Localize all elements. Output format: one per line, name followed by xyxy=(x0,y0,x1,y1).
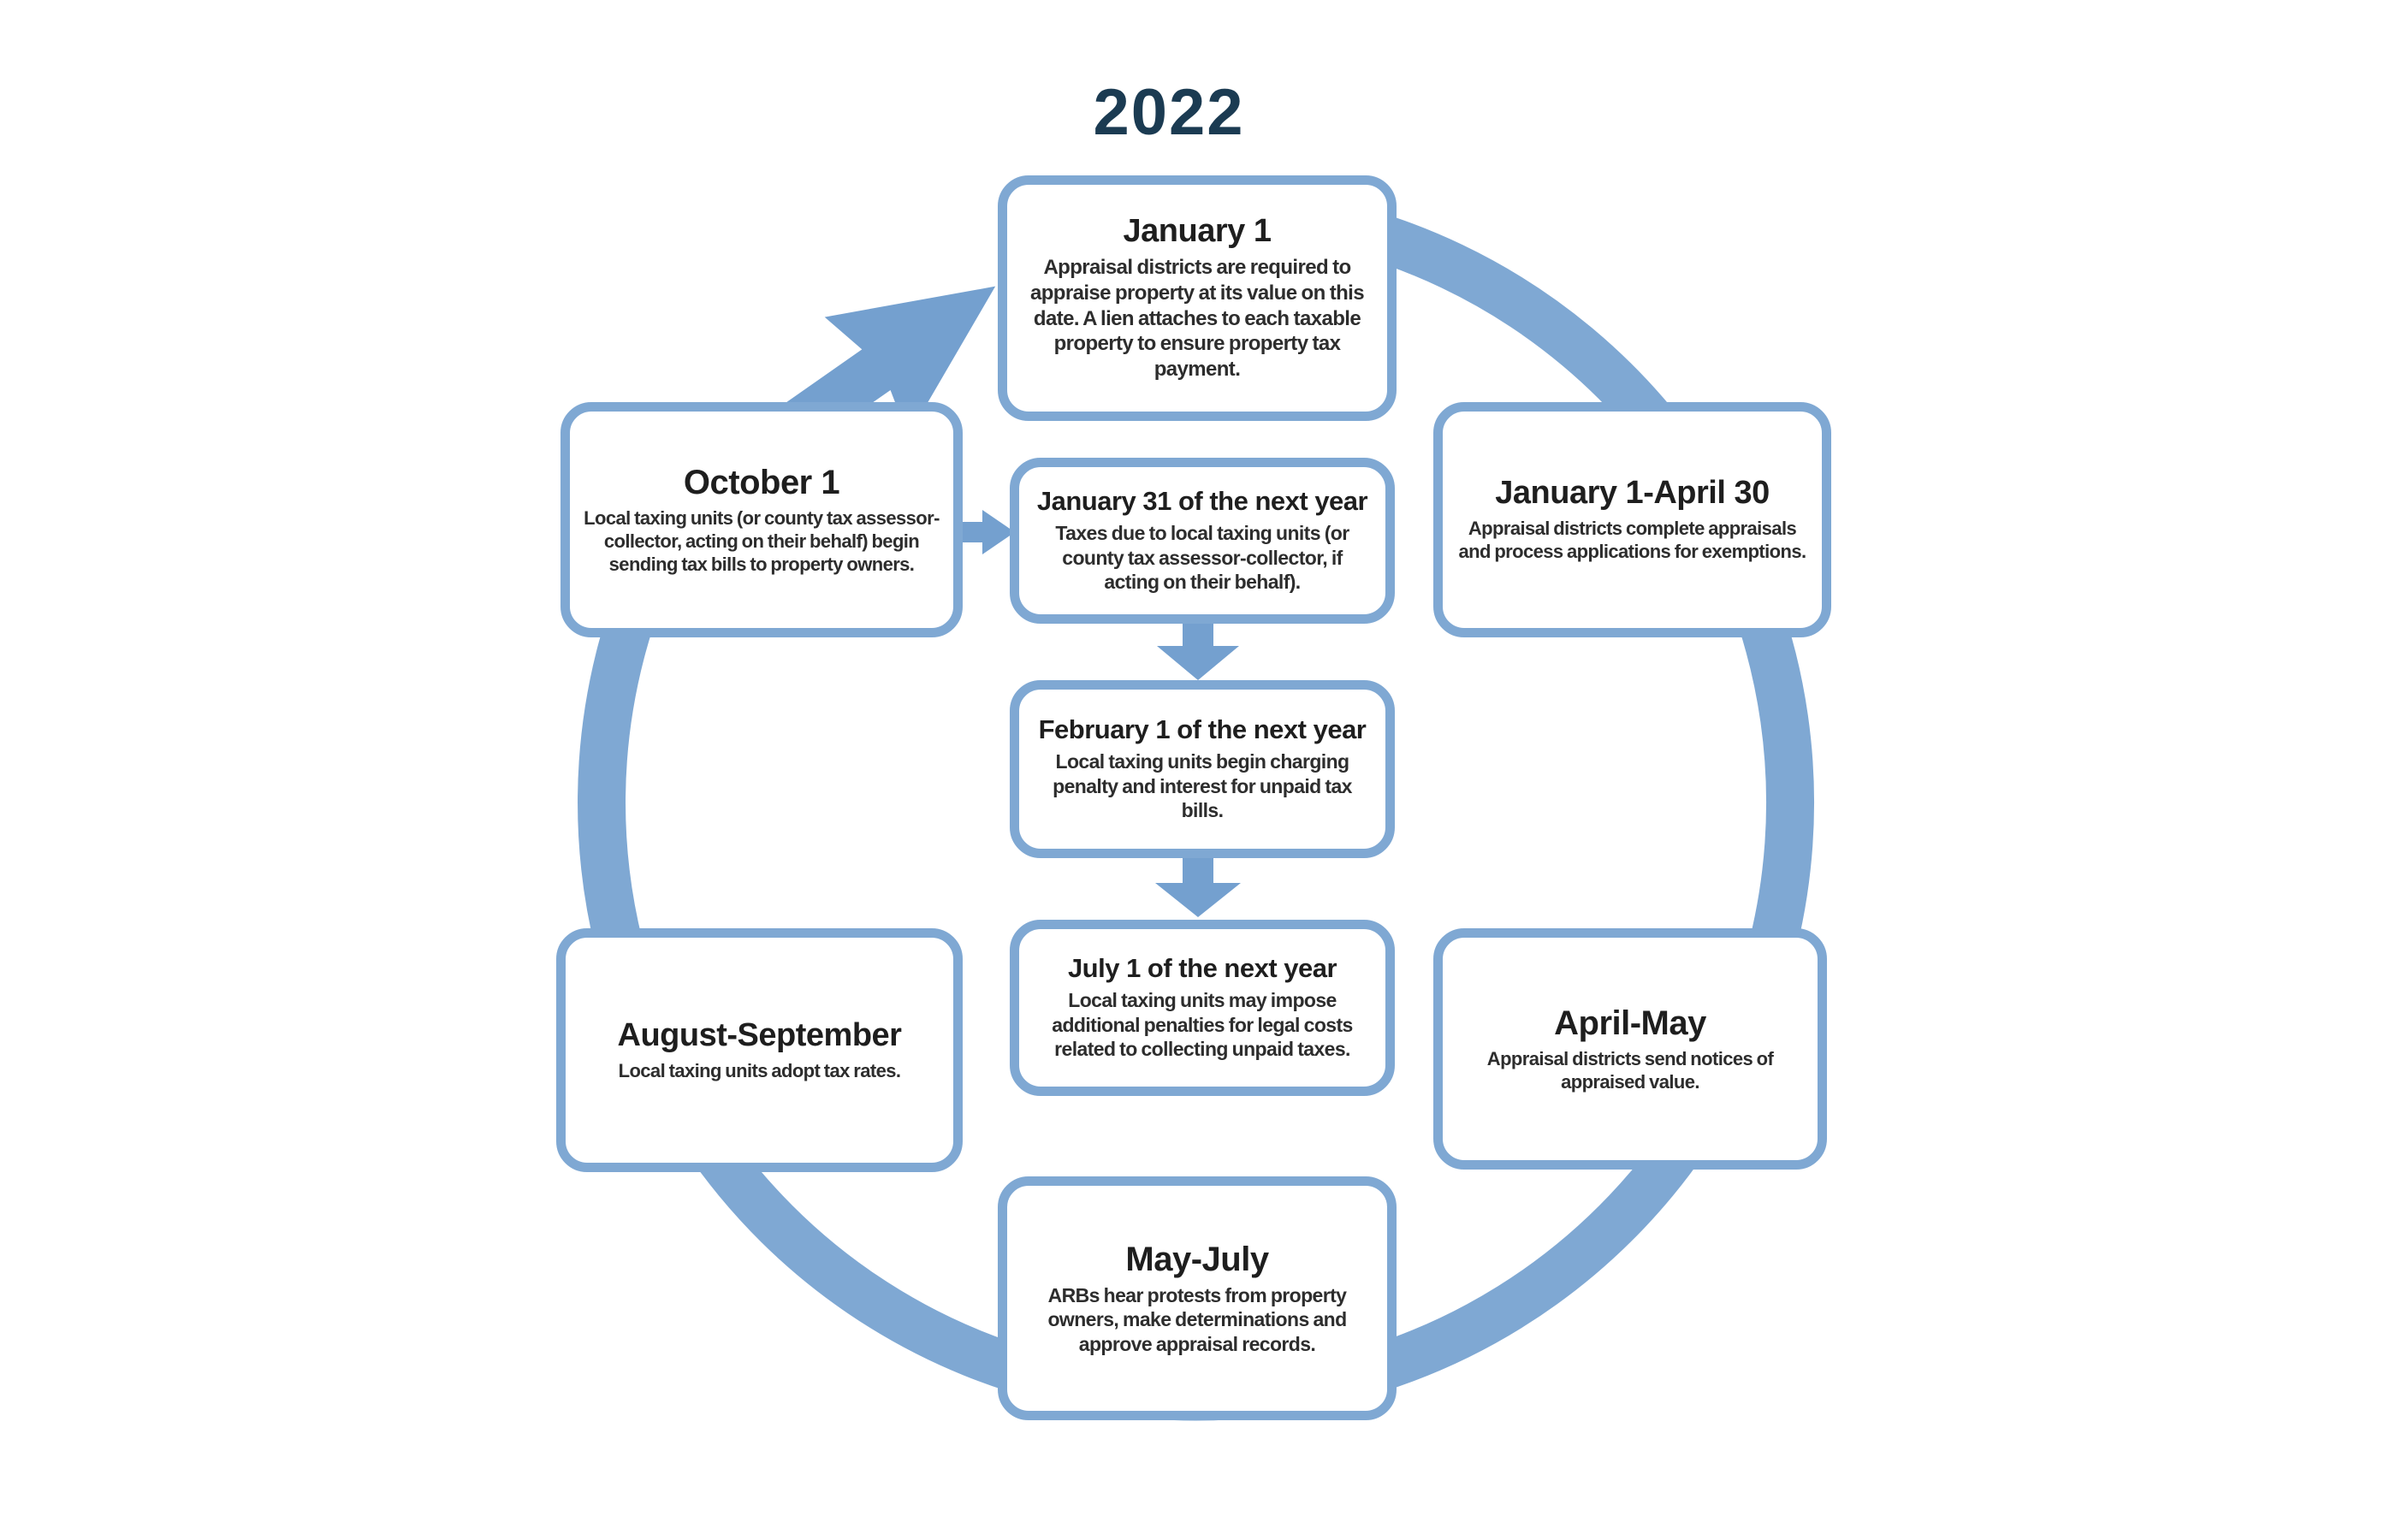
page-title: 2022 xyxy=(1093,76,1245,149)
timeline-box-january-1: January 1 Appraisal districts are requir… xyxy=(998,175,1397,421)
box-body: Appraisal districts send notices of appr… xyxy=(1486,1047,1774,1093)
arrow-down-icon xyxy=(1155,851,1241,917)
box-heading: February 1 of the next year xyxy=(1038,714,1367,745)
box-heading: May-July xyxy=(1125,1240,1269,1278)
box-body: Appraisal districts are required to appr… xyxy=(1030,256,1365,382)
box-heading: August-September xyxy=(617,1016,902,1053)
timeline-box-may-july: May-July ARBs hear protests from propert… xyxy=(998,1176,1397,1420)
box-body: Taxes due to local taxing units (or coun… xyxy=(1055,522,1349,594)
timeline-box-august-september: August-September Local taxing units adop… xyxy=(556,928,963,1172)
box-heading: July 1 of the next year xyxy=(1067,953,1337,984)
timeline-box-january-31-next-year: January 31 of the next year Taxes due to… xyxy=(1010,458,1395,624)
box-heading: January 31 of the next year xyxy=(1036,486,1368,517)
box-heading: October 1 xyxy=(683,463,840,501)
box-body: Appraisal districts complete appraisals … xyxy=(1458,518,1807,563)
box-body: ARBs hear protests from property owners,… xyxy=(1047,1283,1347,1355)
box-body: Local taxing units may impose additional… xyxy=(1052,989,1353,1061)
arrow-down-icon xyxy=(1157,616,1239,680)
box-heading: January 1 xyxy=(1123,213,1272,250)
timeline-box-february-1-next-year: February 1 of the next year Local taxing… xyxy=(1010,680,1395,858)
timeline-box-april-may: April-May Appraisal districts send notic… xyxy=(1433,928,1827,1170)
box-body: Local taxing units (or county tax assess… xyxy=(584,506,940,576)
box-heading: April-May xyxy=(1554,1004,1706,1042)
box-heading: January 1-April 30 xyxy=(1495,475,1770,512)
box-body: Local taxing units adopt tax rates. xyxy=(618,1059,901,1081)
timeline-box-january-1-april-30: January 1-April 30 Appraisal districts c… xyxy=(1433,402,1831,637)
timeline-box-october-1: October 1 Local taxing units (or county … xyxy=(560,402,963,637)
timeline-box-july-1-next-year: July 1 of the next year Local taxing uni… xyxy=(1010,920,1395,1096)
arrow-right-icon xyxy=(937,510,1015,554)
box-body: Local taxing units begin charging penalt… xyxy=(1053,750,1352,822)
